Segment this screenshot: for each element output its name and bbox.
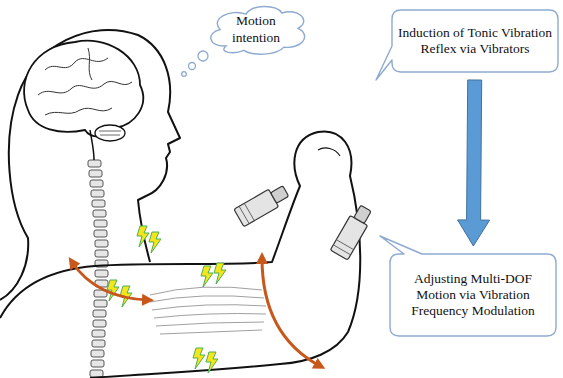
node-text: Induction of Tonic Vibration Reflex via …	[397, 25, 553, 57]
vertebra	[93, 210, 106, 217]
lightning-bolt	[206, 352, 218, 373]
muscle-fibre	[160, 330, 262, 334]
thought-dot	[198, 51, 208, 61]
vertebra	[94, 230, 107, 237]
vibrator-detail	[239, 203, 254, 223]
node-text: Adjusting Multi-DOF Motion via Vibration…	[403, 271, 543, 320]
thought-dot	[189, 63, 196, 70]
muscle-fibres	[150, 287, 266, 334]
thought-bubble: Motion intention	[206, 2, 306, 57]
cloud-outline	[211, 7, 305, 55]
vertebra	[89, 170, 102, 177]
vertebra	[94, 220, 107, 227]
vertebra	[91, 360, 104, 367]
head-outline	[0, 30, 180, 300]
brain-fold	[88, 48, 92, 80]
vertebra	[93, 320, 106, 327]
lightning-bolt	[201, 266, 213, 287]
vertebra	[95, 240, 108, 247]
vertebra	[93, 310, 106, 317]
vertebra	[94, 300, 107, 307]
muscle-fibre	[150, 287, 262, 295]
block-arrow	[458, 80, 490, 246]
vertebra	[91, 190, 104, 197]
cerebellum	[95, 125, 125, 141]
vertebra	[90, 180, 103, 187]
text-group: Motion intention	[224, 13, 288, 45]
lightning-bolt	[214, 263, 226, 284]
muscle-fibre	[150, 296, 264, 302]
muscle-fibre	[156, 322, 264, 326]
brainstem	[90, 130, 94, 160]
callout-box: Adjusting Multi-DOF Motion via Vibration…	[390, 254, 556, 336]
vertebra	[90, 370, 103, 377]
spine	[88, 160, 108, 377]
vibrator-motor	[354, 205, 371, 223]
vertebra	[92, 330, 105, 337]
callout-box-border	[380, 236, 556, 336]
cerebellum-fold	[99, 131, 121, 135]
arm-outline	[0, 131, 360, 378]
vibrator	[234, 182, 291, 226]
muscle-fibre	[152, 305, 266, 310]
text-group: Induction of Tonic Vibration Reflex via …	[397, 25, 553, 57]
vibrator-detail	[333, 240, 353, 255]
lightning-bolt	[137, 226, 149, 247]
brain-fold	[38, 81, 132, 95]
thought-dot	[182, 72, 187, 77]
brain-fold	[45, 58, 108, 70]
brain-fold	[45, 108, 112, 115]
callout-box: Induction of Tonic Vibration Reflex via …	[392, 10, 558, 72]
motion-arrow	[262, 258, 320, 366]
vertebra	[92, 200, 105, 207]
vibrator-motor	[271, 186, 289, 203]
callout-box-border	[376, 10, 558, 80]
vertebra	[95, 250, 108, 257]
brain-outline	[24, 41, 143, 137]
brain	[24, 41, 143, 160]
vertebra	[95, 270, 108, 277]
vibrator	[330, 203, 374, 260]
vertebra	[88, 160, 101, 167]
motion-arrow	[72, 262, 148, 300]
fist-line	[318, 148, 340, 156]
lightning-bolt	[107, 280, 119, 301]
node-text: Motion intention	[224, 13, 288, 45]
muscle-fibre	[154, 314, 266, 319]
text-group: Adjusting Multi-DOF Motion via Vibration…	[403, 271, 543, 320]
vertebra	[92, 340, 105, 347]
stimulation-bolts	[107, 226, 226, 373]
lightning-bolt	[193, 348, 205, 369]
lightning-bolt	[149, 232, 161, 253]
vertebra	[91, 350, 104, 357]
